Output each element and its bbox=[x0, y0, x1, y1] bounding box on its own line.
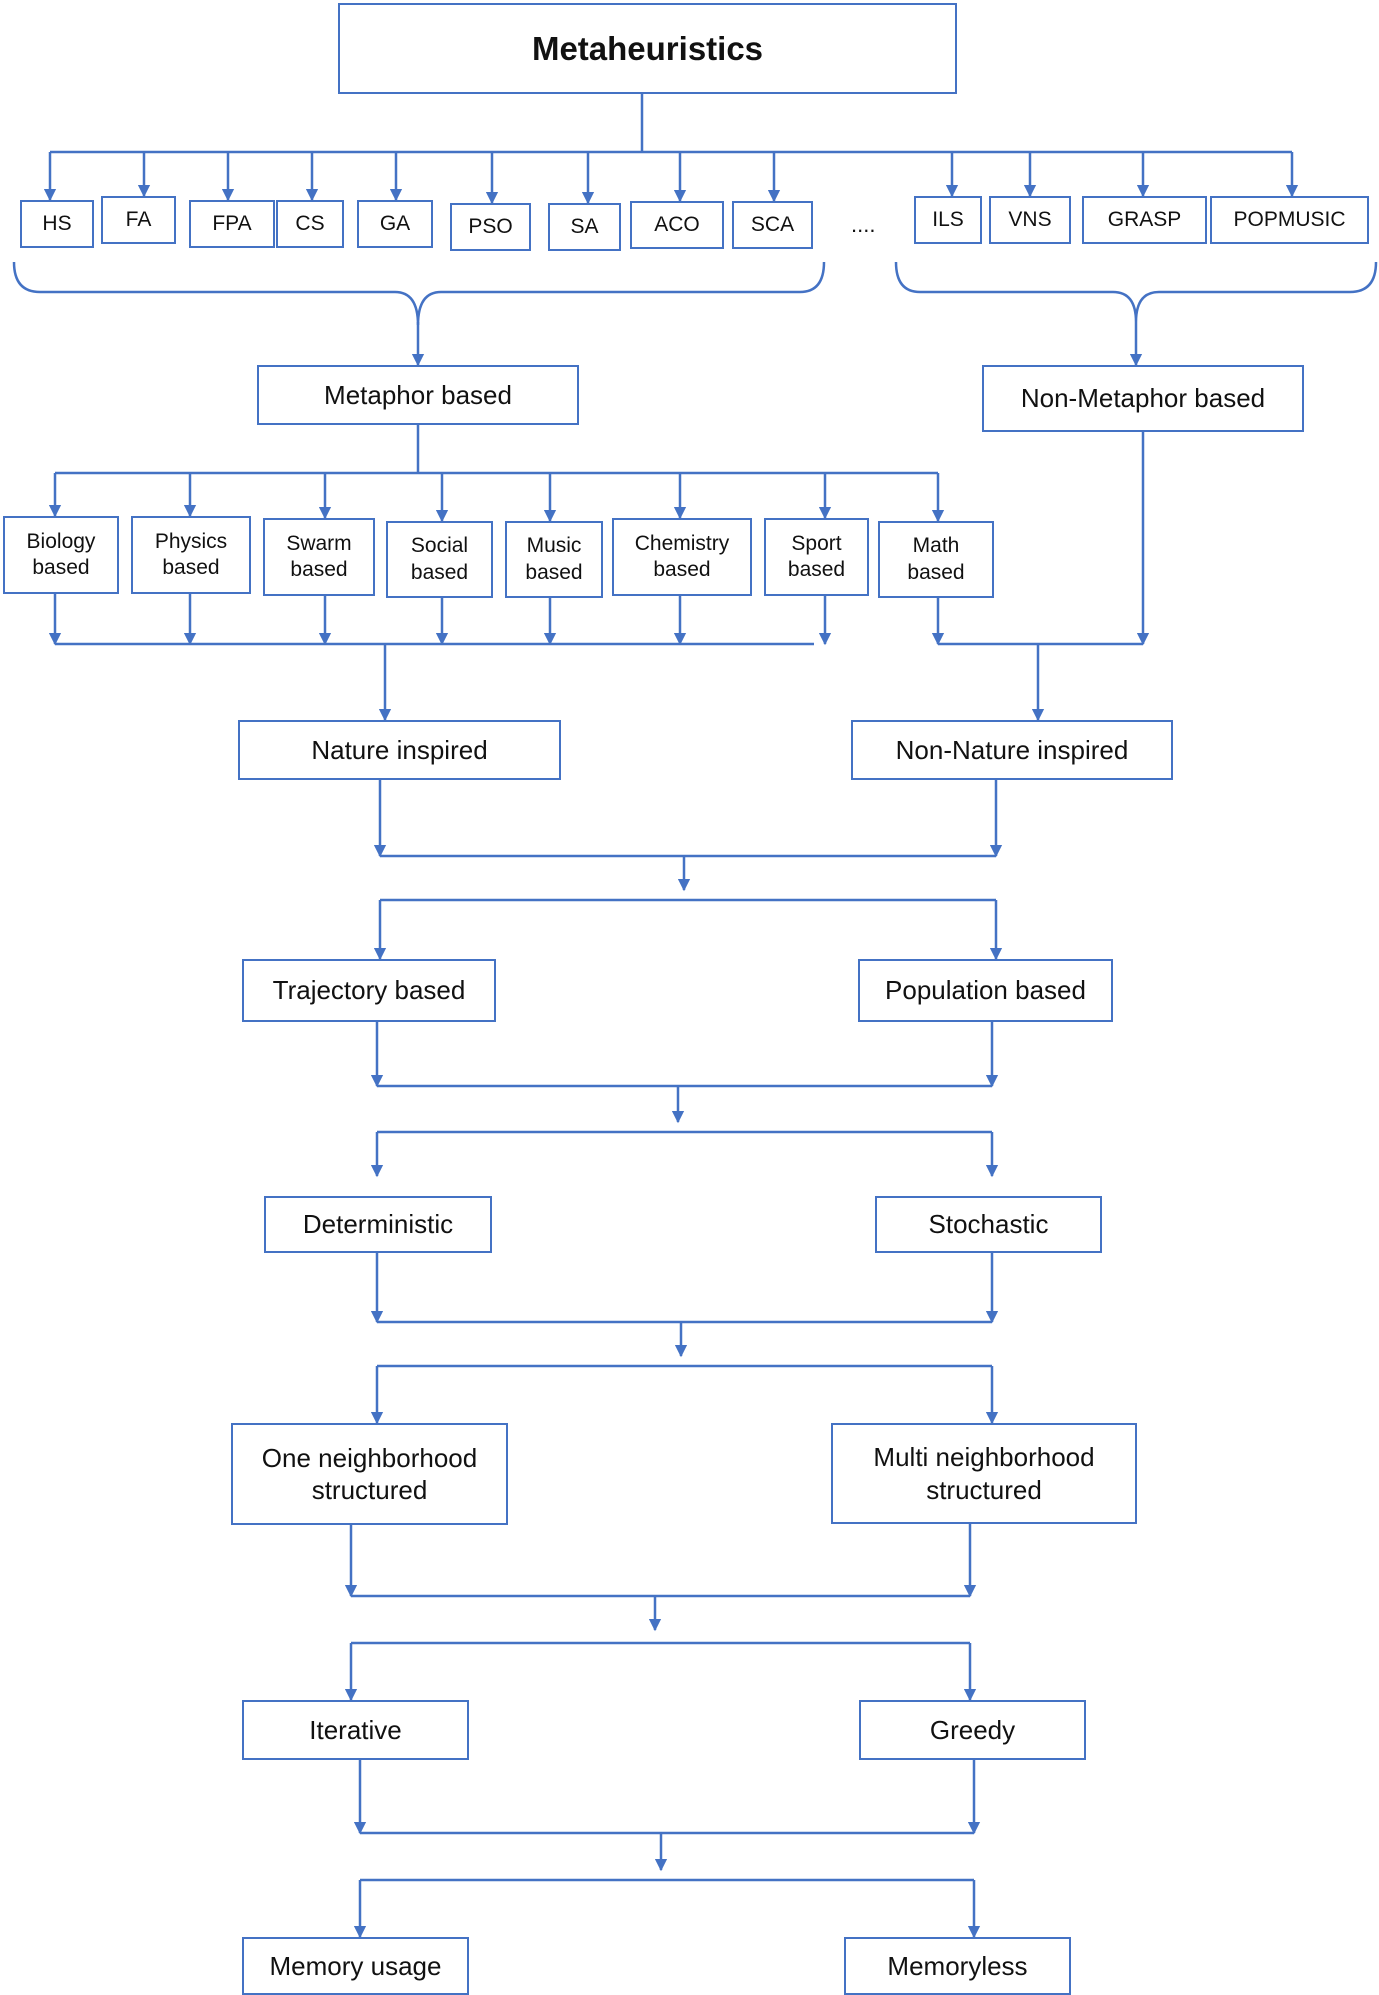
node-hs: HS bbox=[20, 200, 94, 248]
node-one-neighborhood-structured: One neighborhood structured bbox=[231, 1423, 508, 1525]
node-iterative: Iterative bbox=[242, 1700, 469, 1760]
node-trajectory-based: Trajectory based bbox=[242, 959, 496, 1022]
node-sport-based: Sport based bbox=[764, 518, 869, 596]
node-memory-usage: Memory usage bbox=[242, 1937, 469, 1995]
node-math-based: Math based bbox=[878, 521, 994, 598]
node-popmusic: POPMUSIC bbox=[1210, 196, 1369, 244]
node-non-metaphor-based: Non-Metaphor based bbox=[982, 365, 1304, 432]
node-deterministic: Deterministic bbox=[264, 1196, 492, 1253]
node-memoryless: Memoryless bbox=[844, 1937, 1071, 1995]
node-sca: SCA bbox=[732, 201, 813, 249]
node-chemistry-based: Chemistry based bbox=[612, 518, 752, 596]
node-ga: GA bbox=[357, 200, 433, 248]
node-multi-neighborhood-structured: Multi neighborhood structured bbox=[831, 1423, 1137, 1524]
node-social-based: Social based bbox=[386, 521, 493, 598]
node-biology-based: Biology based bbox=[3, 516, 119, 594]
node-aco: ACO bbox=[630, 201, 724, 249]
node-fpa: FPA bbox=[189, 200, 275, 248]
node-vns: VNS bbox=[989, 196, 1071, 244]
node-population-based: Population based bbox=[858, 959, 1113, 1022]
connector-line bbox=[12, 261, 826, 326]
connector-line bbox=[894, 261, 1378, 323]
node-cs: CS bbox=[276, 200, 344, 248]
node-metaheuristics: Metaheuristics bbox=[338, 3, 957, 94]
node-ils: ILS bbox=[914, 196, 982, 244]
node-pso: PSO bbox=[450, 203, 531, 251]
node-non-nature-inspired: Non-Nature inspired bbox=[851, 720, 1173, 780]
node-nature-inspired: Nature inspired bbox=[238, 720, 561, 780]
node-swarm-based: Swarm based bbox=[263, 518, 375, 596]
node-stochastic: Stochastic bbox=[875, 1196, 1102, 1253]
node-physics-based: Physics based bbox=[131, 516, 251, 594]
node-greedy: Greedy bbox=[859, 1700, 1086, 1760]
node-fa: FA bbox=[101, 196, 176, 244]
node-metaphor-based: Metaphor based bbox=[257, 365, 579, 425]
ellipsis-more-algorithms: .... bbox=[851, 212, 876, 237]
node-music-based: Music based bbox=[505, 521, 603, 598]
node-grasp: GRASP bbox=[1082, 196, 1207, 244]
node-sa: SA bbox=[548, 203, 621, 251]
